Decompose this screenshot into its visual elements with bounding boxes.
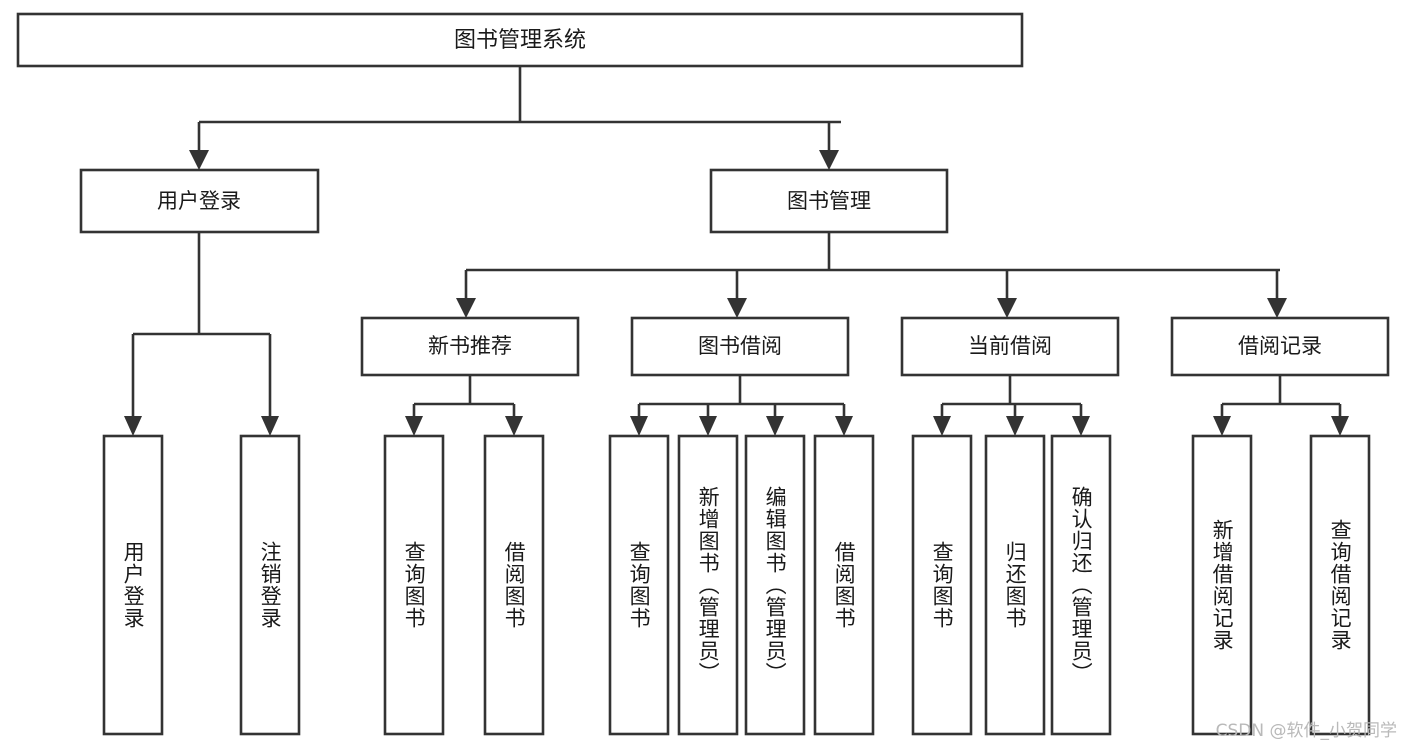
arrow-head-current-borrow <box>997 298 1017 318</box>
connector-group-book-borrow-to-leaves <box>630 375 853 436</box>
node-book-borrow[interactable]: 图书借阅 <box>630 316 850 377</box>
node-leaf-return-book-box[interactable] <box>984 434 1046 736</box>
node-leaf-edit-book-admin-box[interactable] <box>744 434 806 736</box>
node-borrow-record[interactable]: 借阅记录 <box>1170 316 1390 377</box>
node-root-label: 图书管理系统 <box>454 28 586 53</box>
connector-group-user-login-to-leaves <box>124 232 279 436</box>
node-book-management-label: 图书管理 <box>787 189 871 213</box>
node-leaf-borrow-book-2-box[interactable] <box>813 434 875 736</box>
arrow-head-leaf-query-borrow-record <box>1331 416 1349 436</box>
leaf-node-boxes <box>102 434 1371 736</box>
connector-group-borrow-record-to-leaves <box>1213 375 1349 436</box>
node-book-borrow-box[interactable] <box>630 316 850 377</box>
node-user-login-box[interactable] <box>79 168 320 234</box>
connector-group-book-management-to-level3 <box>456 232 1287 318</box>
arrow-head-leaf-edit-book-admin <box>766 416 784 436</box>
arrow-head-user-login <box>189 150 209 170</box>
arrow-head-leaf-query-book-2 <box>630 416 648 436</box>
node-borrow-record-box[interactable] <box>1170 316 1390 377</box>
node-book-management[interactable]: 图书管理 <box>709 168 949 234</box>
connector-group-new-book-recommend-to-leaves <box>405 375 523 436</box>
node-leaf-add-book-admin-box[interactable] <box>677 434 739 736</box>
arrow-head-leaf-add-book-admin <box>699 416 717 436</box>
arrow-head-book-borrow <box>727 298 747 318</box>
node-leaf-query-book-3-box[interactable] <box>911 434 973 736</box>
connector-group-current-borrow-to-leaves <box>933 375 1090 436</box>
node-leaf-logout-box[interactable] <box>239 434 301 736</box>
arrow-head-leaf-user-login <box>124 416 142 436</box>
node-leaf-add-borrow-record-box[interactable] <box>1191 434 1253 736</box>
node-root-box[interactable] <box>16 12 1024 68</box>
arrow-head-leaf-return-book <box>1006 416 1024 436</box>
arrow-head-leaf-add-borrow-record <box>1213 416 1231 436</box>
arrow-head-book-management <box>819 150 839 170</box>
connector-group-root-to-level2 <box>189 66 841 170</box>
node-book-borrow-label: 图书借阅 <box>698 334 782 358</box>
node-leaf-confirm-return-admin-box[interactable] <box>1050 434 1112 736</box>
arrow-head-leaf-query-book-3 <box>933 416 951 436</box>
node-current-borrow-label: 当前借阅 <box>968 334 1052 358</box>
arrow-head-leaf-borrow-book-2 <box>835 416 853 436</box>
node-leaf-query-borrow-record-box[interactable] <box>1309 434 1371 736</box>
arrow-head-leaf-logout <box>261 416 279 436</box>
node-leaf-borrow-book-1-box[interactable] <box>483 434 545 736</box>
node-new-book-recommend-box[interactable] <box>360 316 580 377</box>
node-leaf-query-book-1-box[interactable] <box>383 434 445 736</box>
node-current-borrow[interactable]: 当前借阅 <box>900 316 1120 377</box>
node-book-management-box[interactable] <box>709 168 949 234</box>
arrow-head-leaf-confirm-return-admin <box>1072 416 1090 436</box>
arrow-head-leaf-borrow-book-1 <box>505 416 523 436</box>
arrow-head-leaf-query-book-1 <box>405 416 423 436</box>
node-new-book-recommend[interactable]: 新书推荐 <box>360 316 580 377</box>
node-user-login-label: 用户登录 <box>157 189 241 213</box>
arrow-head-borrow-record <box>1267 298 1287 318</box>
node-root-system[interactable]: 图书管理系统 <box>16 12 1024 68</box>
node-user-login[interactable]: 用户登录 <box>79 168 320 234</box>
node-leaf-query-book-2-box[interactable] <box>608 434 670 736</box>
node-new-book-recommend-label: 新书推荐 <box>428 334 512 358</box>
arrow-head-new-book-recommend <box>456 298 476 318</box>
node-current-borrow-box[interactable] <box>900 316 1120 377</box>
node-borrow-record-label: 借阅记录 <box>1238 334 1322 358</box>
node-leaf-user-login-box[interactable] <box>102 434 164 736</box>
